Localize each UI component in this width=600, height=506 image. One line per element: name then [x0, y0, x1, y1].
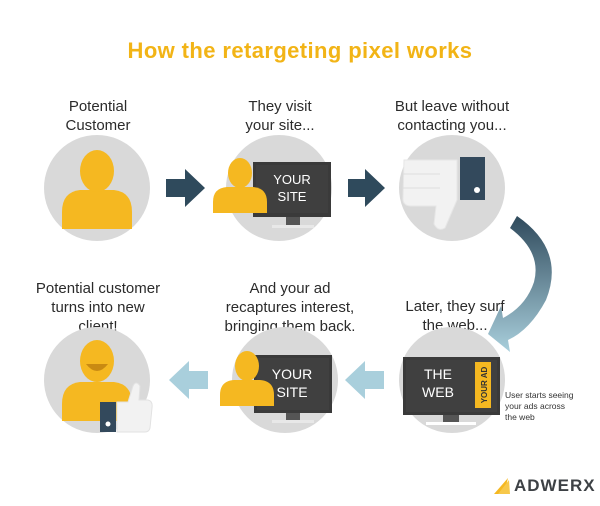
- step-1-caption-line-2: Customer: [65, 117, 131, 134]
- curved-arrow-icon: [488, 216, 552, 352]
- step-2-caption-line-1: They visit: [248, 98, 312, 115]
- step-3-icon: [399, 135, 505, 241]
- step-4-screen-line-1: THE: [424, 366, 452, 382]
- step-6-caption-line-2: turns into new: [51, 299, 145, 316]
- step-6-caption-line-1: Potential customer: [35, 280, 161, 297]
- step-2-caption-line-2: your site...: [245, 117, 315, 134]
- arrow-left-icon: [169, 361, 208, 399]
- ad-banner: [475, 362, 491, 408]
- step-2-icon: YOUR SITE: [213, 135, 332, 241]
- person-icon: [213, 158, 267, 213]
- arrow-right-icon: [166, 169, 205, 207]
- side-note-line-2: your ads across: [505, 401, 565, 411]
- step-1-icon: [44, 135, 150, 241]
- adwerx-logo-icon: [494, 478, 510, 494]
- arrow-left-icon: [345, 361, 384, 399]
- step-5-screen-line-2: SITE: [276, 384, 307, 400]
- thumbs-down-icon: [402, 157, 485, 230]
- step-5-caption: And your ad recaptures interest, bringin…: [200, 279, 380, 336]
- step-5-caption-line-1: And your ad: [249, 280, 331, 297]
- step-5-caption-line-3: bringing them back.: [224, 318, 356, 335]
- person-icon: [220, 351, 274, 406]
- step-1-caption-line-1: Potential: [68, 98, 128, 115]
- step-5-caption-line-2: recaptures interest,: [225, 299, 355, 316]
- brand-logo: ADWERX: [490, 474, 595, 498]
- step-3-caption-line-2: contacting you...: [397, 117, 507, 134]
- arrow-right-icon: [348, 169, 385, 207]
- step-2-screen-line-1: YOUR: [273, 172, 311, 187]
- side-note: User starts seeing your ads across the w…: [505, 390, 595, 423]
- step-3-caption: But leave without contacting you...: [362, 97, 542, 135]
- step-5-screen-line-1: YOUR: [272, 366, 312, 382]
- thumbs-up-icon: [100, 382, 153, 433]
- person-icon: [62, 150, 132, 229]
- step-1-caption: Potential Customer: [8, 97, 188, 135]
- step-2-caption: They visit your site...: [190, 97, 370, 135]
- monitor-icon: THE WEB YOUR AD: [403, 357, 500, 425]
- step-3-caption-line-1: But leave without: [394, 98, 510, 115]
- monitor-icon: YOUR SITE: [253, 162, 331, 228]
- step-4-screen-line-2: WEB: [422, 384, 454, 400]
- step-4-caption-line-1: Later, they surf: [405, 298, 505, 315]
- diagram-title: How the retargeting pixel works: [127, 38, 473, 63]
- brand-name: ADWERX: [514, 476, 596, 495]
- step-4-caption: Later, they surf the web...: [365, 297, 545, 335]
- step-6-icon: [44, 327, 153, 433]
- step-2-screen-line-2: SITE: [278, 189, 307, 204]
- side-note-line-1: User starts seeing: [505, 390, 574, 400]
- step-5-icon: YOUR SITE: [220, 327, 338, 433]
- ad-banner-label: YOUR AD: [480, 366, 489, 403]
- side-note-line-3: the web: [505, 412, 535, 422]
- step-4-icon: THE WEB YOUR AD: [399, 327, 505, 433]
